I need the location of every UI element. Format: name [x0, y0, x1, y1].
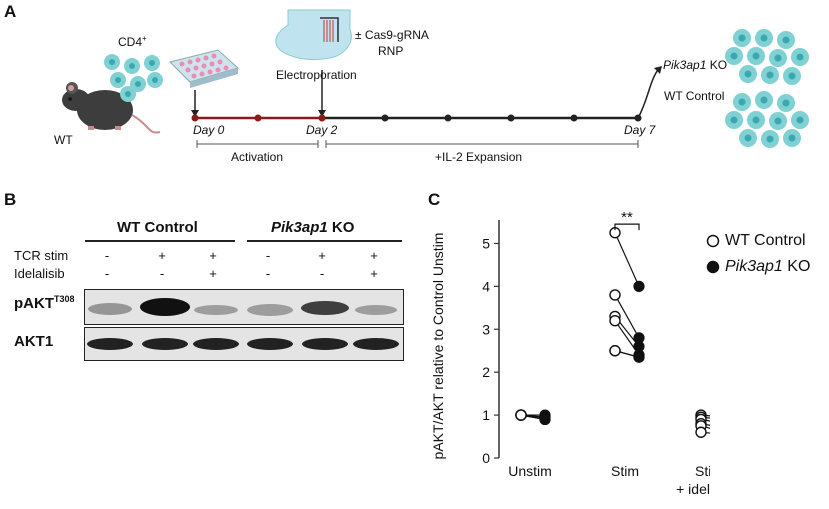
group-wt-label: WT Control: [117, 219, 198, 236]
y-tick-label: 1: [482, 407, 490, 423]
tcr-row-label: TCR stim: [14, 248, 69, 263]
panel-a-schematic: [62, 9, 809, 148]
legend-ko-label: Pik3ap1 KO: [725, 258, 811, 275]
tcr-lane-2: +: [158, 248, 166, 263]
wt-point: [695, 426, 707, 438]
ko-point: [633, 351, 645, 363]
ko-output-label: Pik3ap1 KO: [663, 58, 728, 72]
wt-point: [609, 289, 621, 301]
activation-label: Activation: [231, 150, 284, 164]
tcr-lane-4: -: [265, 248, 271, 263]
pair-line: [614, 294, 640, 339]
day7-label: Day 7: [624, 123, 656, 137]
significance-bracket: [614, 223, 640, 231]
wt-output-label: WT Control: [664, 89, 725, 103]
electroporation-icon: [275, 9, 352, 61]
x-category-label: Stim: [611, 463, 639, 479]
panel-a-letter: A: [4, 2, 17, 21]
group-ko-underline: [247, 240, 402, 242]
ko-point: [633, 280, 645, 292]
group-wt-underline: [85, 240, 235, 242]
y-tick-label: 4: [482, 278, 490, 294]
idela-lane-1: -: [104, 266, 110, 281]
rnp-label-line2: RNP: [378, 44, 404, 58]
x-category-label: Unstim: [508, 463, 552, 479]
activation-bracket: [196, 140, 319, 148]
idela-lane-5: -: [319, 266, 325, 281]
well-plate-icon: [169, 49, 240, 88]
day0-label: Day 0: [193, 123, 225, 137]
wt-point: [609, 314, 621, 327]
rnp-label-line1: ± Cas9-gRNA: [355, 28, 429, 42]
idelalisib-row-label: Idelalisib: [14, 266, 65, 281]
legend-ko-marker: [706, 260, 720, 274]
y-tick-label: 3: [482, 321, 490, 337]
panel-b-letter: B: [4, 190, 17, 209]
panel-c-chart: 0 1 2 3 4 5 pAKT/AKT relative to Control Unsti…: [430, 209, 710, 497]
x-category-label: Stim: [695, 463, 710, 479]
band2-label: AKT1: [14, 333, 54, 350]
y-tick-label: 5: [482, 235, 490, 251]
tcr-lane-6: +: [370, 248, 378, 263]
day2-label: Day 2: [306, 123, 338, 137]
expansion-bracket: [325, 140, 639, 148]
y-axis-label: pAKT/AKT relative to Control Unstim: [430, 233, 446, 460]
group-ko-label: Pik3ap1 KO: [271, 219, 355, 236]
tcr-lane-1: -: [104, 248, 110, 263]
expansion-label: +IL-2 Expansion: [435, 150, 523, 164]
ko-cell-cluster: [725, 29, 809, 85]
band1-label: pAKTT308: [14, 294, 75, 312]
x-category-label: + idelalisib: [676, 481, 710, 497]
legend-wt-label: WT Control: [725, 232, 806, 249]
western-blot-pakt: [84, 289, 404, 325]
pair-line: [614, 232, 640, 287]
mouse-label: WT: [54, 133, 73, 147]
cd4-cell-cluster: [104, 54, 163, 102]
idela-lane-6: +: [370, 266, 378, 281]
idela-lane-4: -: [265, 266, 271, 281]
panel-c-letter: C: [428, 190, 441, 209]
wt-point: [515, 409, 527, 421]
tcr-lane-5: +: [318, 248, 326, 263]
wt-point: [609, 345, 621, 357]
western-blot-akt1: [84, 327, 404, 361]
idela-lane-3: +: [209, 266, 217, 281]
y-tick-label: 2: [482, 364, 490, 380]
mouse-icon: [62, 82, 161, 134]
tcr-lane-3: +: [209, 248, 217, 263]
wt-cell-cluster: [725, 91, 809, 148]
y-tick-label: 0: [482, 450, 490, 466]
significance-label: **: [621, 209, 633, 226]
cd4-label: CD4+: [118, 34, 147, 49]
electroporation-label: Electroporation: [276, 68, 357, 82]
legend-wt-marker: [706, 234, 720, 248]
ko-point: [539, 413, 551, 425]
idela-lane-2: -: [159, 266, 165, 281]
legend-markers: [706, 234, 720, 274]
